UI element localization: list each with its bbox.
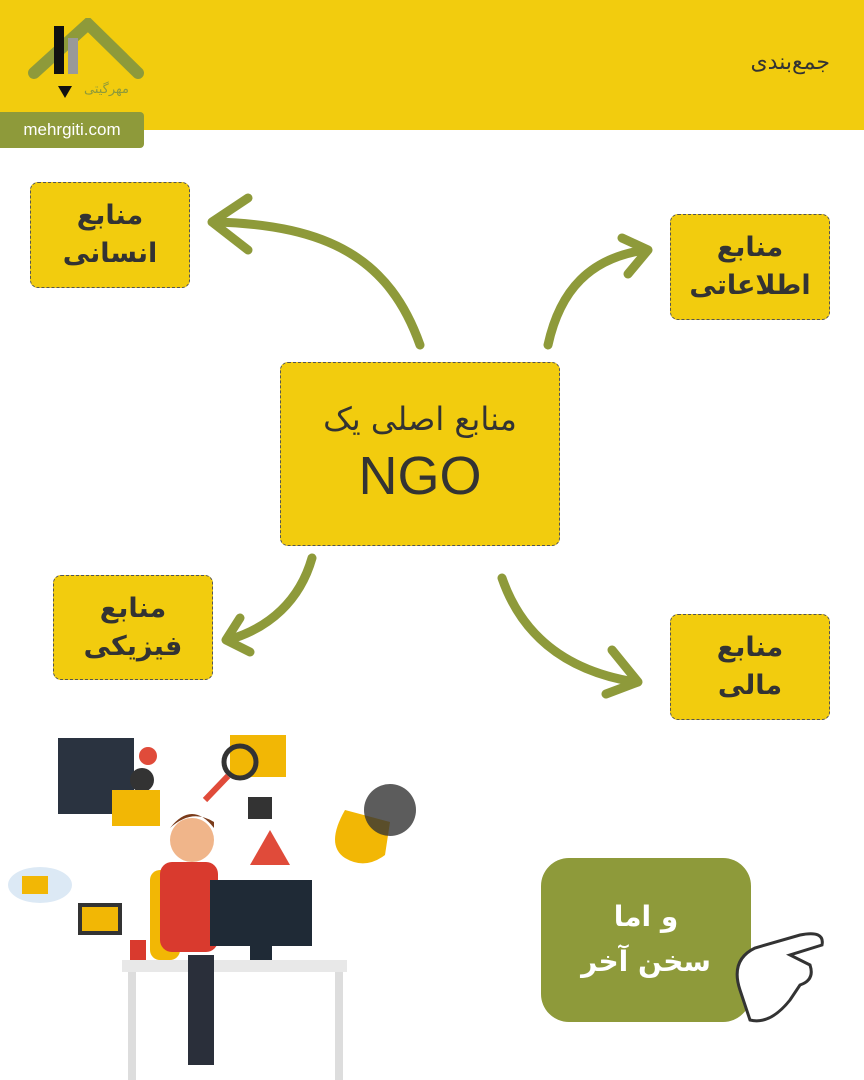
node-label: منابع	[99, 592, 167, 624]
center-label: منابع اصلی یک	[323, 399, 517, 438]
logo-icon	[28, 18, 144, 98]
node-label: انسانی	[62, 238, 158, 269]
magnifier-icon	[221, 743, 259, 781]
node-label: مالی	[717, 670, 783, 701]
gear-icon	[139, 747, 157, 765]
arrow-to-human	[210, 217, 425, 350]
arrow-head-physical	[221, 613, 255, 657]
arrow-head-human	[207, 193, 253, 255]
folder-icon	[230, 735, 286, 777]
node-label: فیزیکی	[83, 630, 183, 662]
site-url[interactable]: mehrgiti.com	[0, 112, 144, 148]
node-label: منابع	[716, 232, 784, 264]
node-information-resources: منابع اطلاعاتی	[670, 214, 830, 320]
lock-icon	[248, 797, 272, 819]
node-human-resources: منابع انسانی	[30, 182, 190, 288]
node-label: منابع	[716, 632, 784, 664]
arrow-to-info	[543, 245, 650, 350]
arrow-head-info	[617, 233, 653, 279]
computer-monitor	[210, 880, 312, 946]
globe-icon	[364, 784, 416, 836]
arrow-to-financial	[497, 573, 640, 687]
node-physical-resources: منابع فیزیکی	[53, 575, 213, 680]
lamp-icon	[250, 830, 290, 865]
arrow-head-financial	[601, 645, 643, 699]
logo-text: مهرگیتی	[84, 82, 129, 97]
page-title: جمع‌بندی	[750, 50, 830, 75]
callout-line1: و اما	[613, 900, 679, 934]
folder-icon	[112, 790, 160, 826]
center-ngo: NGO	[358, 446, 482, 507]
arrow-to-physical	[223, 553, 317, 645]
node-label: اطلاعاتی	[689, 270, 811, 301]
gear-icon	[130, 768, 154, 792]
header-banner	[0, 0, 864, 130]
node-label: منابع	[76, 200, 144, 232]
center-node: منابع اصلی یک NGO	[280, 362, 560, 546]
closing-callout: و اما سخن آخر	[541, 858, 751, 1022]
callout-line2: سخن آخر	[581, 945, 711, 978]
node-financial-resources: منابع مالی	[670, 614, 830, 720]
